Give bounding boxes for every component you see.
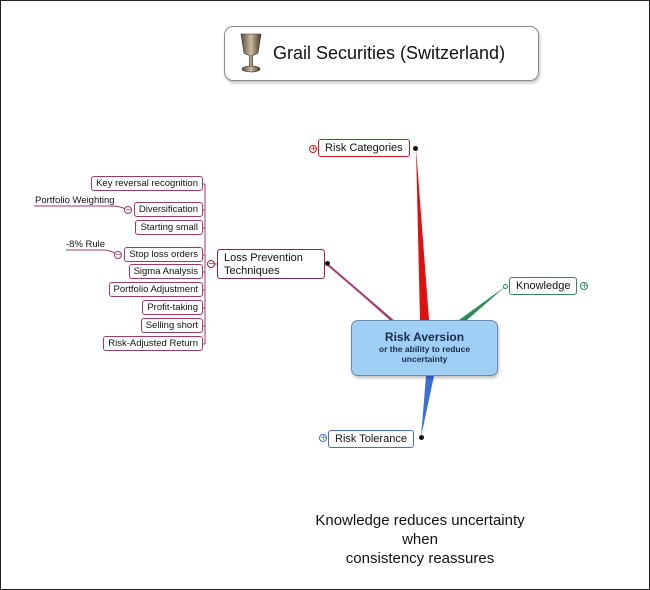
subtopic-diversification[interactable]: Diversification (133, 202, 203, 217)
subtopic-stop-loss[interactable]: Stop loss orders (124, 247, 203, 262)
connector-dot (419, 435, 424, 440)
topic-knowledge[interactable]: Knowledge (509, 277, 578, 295)
subtopic-portfolio-adjustment[interactable]: Portfolio Adjustment (108, 282, 203, 297)
caption: Knowledge reduces uncertainty when consi… (270, 511, 570, 568)
minus-circle-icon[interactable]: − (124, 205, 132, 214)
subtopic-sigma-analysis[interactable]: Sigma Analysis (128, 264, 203, 279)
grail-cup-icon (240, 33, 262, 73)
connector-dot (413, 146, 418, 151)
topic-risk-tolerance[interactable]: Risk Tolerance (328, 430, 414, 448)
caption-line-3: consistency reassures (345, 550, 495, 567)
leaf-8-percent-rule[interactable]: -8% Rule (66, 239, 106, 250)
topic-risk-categories[interactable]: Risk Categories (318, 139, 410, 157)
subtopic-profit-taking[interactable]: Profit-taking (142, 300, 203, 315)
subtopic-key-reversal[interactable]: Key reversal recognition (91, 176, 203, 191)
connector-dot (325, 261, 330, 266)
plus-circle-icon[interactable]: + (580, 281, 588, 290)
minus-circle-icon[interactable]: − (114, 250, 122, 259)
page-title: Grail Securities (Switzerland) (273, 43, 506, 63)
branch-risk-categories (416, 148, 429, 320)
caption-line-1: Knowledge reduces uncertainty (315, 512, 525, 529)
branch-knowledge (459, 286, 506, 320)
subtopic-starting-small[interactable]: Starting small (135, 220, 203, 235)
central-topic-risk-aversion[interactable]: Risk Aversion or the ability to reduce u… (351, 320, 498, 376)
caption-line-2: when (402, 531, 438, 548)
title-box: Grail Securities (Switzerland) (224, 26, 539, 81)
topic-loss-prevention[interactable]: Loss Prevention Techniques (217, 249, 325, 279)
leaf-portfolio-weighting[interactable]: Portfolio Weighting (35, 195, 115, 206)
plus-circle-icon[interactable]: + (309, 144, 317, 153)
central-topic-subtitle: or the ability to reduce uncertainty (378, 344, 471, 364)
subtopic-risk-adjusted-return[interactable]: Risk-Adjusted Return (103, 336, 203, 351)
plus-circle-icon[interactable]: + (319, 433, 327, 442)
central-topic-title: Risk Aversion (384, 330, 465, 344)
subtopic-selling-short[interactable]: Selling short (140, 318, 203, 333)
connector-dot (503, 284, 508, 289)
branch-risk-tolerance (421, 376, 434, 437)
minus-circle-icon[interactable]: − (207, 259, 215, 268)
